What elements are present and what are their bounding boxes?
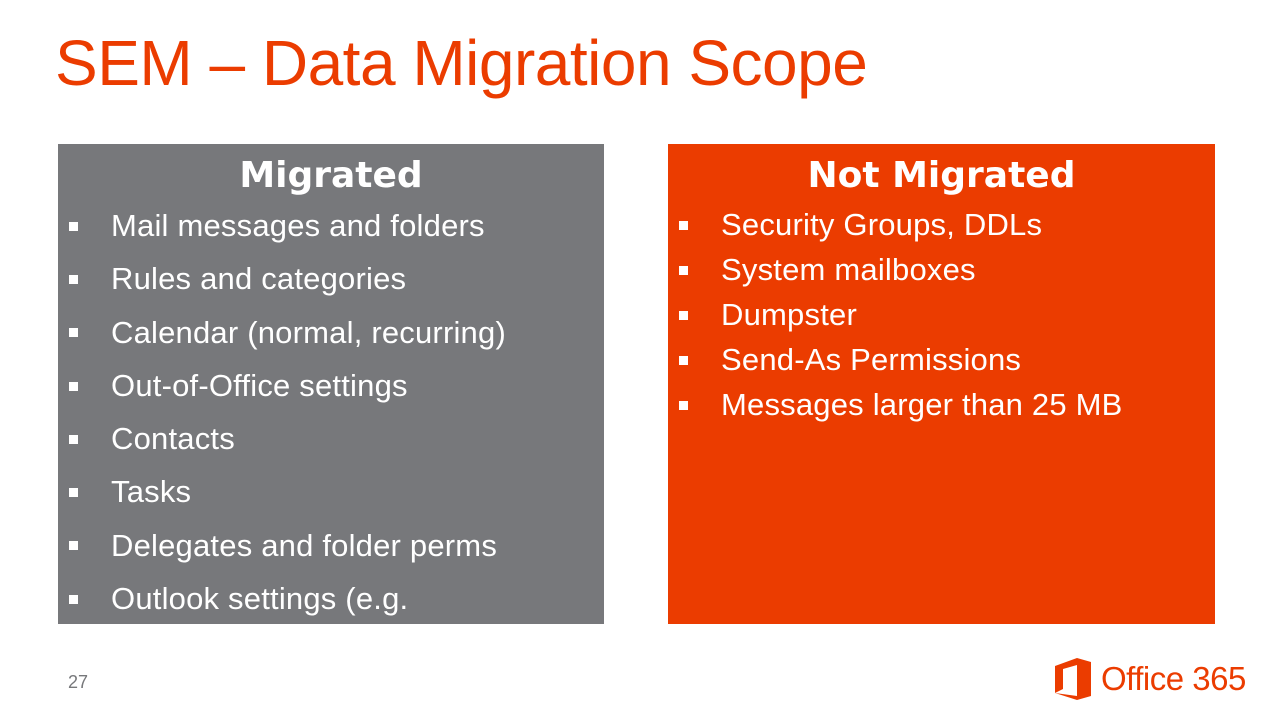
square-bullet-icon	[69, 594, 78, 604]
square-bullet-icon	[69, 328, 78, 338]
list-item: Calendar (normal, recurring)	[58, 311, 604, 364]
list-item: System mailboxes	[668, 249, 1215, 294]
not-migrated-panel: Not Migrated Security Groups, DDLs Syste…	[668, 144, 1215, 624]
migrated-panel: Migrated Mail messages and folders Rules…	[58, 144, 604, 624]
list-item: Dumpster	[668, 294, 1215, 339]
square-bullet-icon	[679, 220, 688, 230]
list-item: Security Groups, DDLs	[668, 204, 1215, 249]
page-number: 27	[68, 672, 89, 692]
office-logo-icon	[1055, 658, 1091, 700]
not-migrated-heading: Not Migrated	[807, 155, 1076, 196]
square-bullet-icon	[69, 381, 78, 391]
migrated-list: Mail messages and folders Rules and cate…	[58, 204, 604, 624]
list-item: Outlook settings (e.g.	[58, 577, 604, 624]
list-item: Messages larger than 25 MB	[668, 384, 1215, 429]
list-item: Delegates and folder perms	[58, 524, 604, 577]
list-item: Out-of-Office settings	[58, 364, 604, 417]
square-bullet-icon	[679, 355, 688, 365]
square-bullet-icon	[679, 400, 688, 410]
list-item: Contacts	[58, 417, 604, 470]
square-bullet-icon	[679, 265, 688, 275]
office-365-logo: Office 365	[1055, 656, 1246, 702]
square-bullet-icon	[69, 488, 78, 498]
list-item: Send-As Permissions	[668, 339, 1215, 384]
logo-text: Office 365	[1101, 660, 1246, 697]
square-bullet-icon	[69, 541, 78, 551]
list-item: Rules and categories	[58, 257, 604, 310]
not-migrated-list: Security Groups, DDLs System mailboxes D…	[668, 204, 1215, 429]
list-item: Tasks	[58, 470, 604, 523]
square-bullet-icon	[69, 274, 78, 284]
list-item: Mail messages and folders	[58, 204, 604, 257]
square-bullet-icon	[69, 221, 78, 231]
migrated-heading: Migrated	[239, 155, 423, 196]
slide-title: SEM – Data Migration Scope	[55, 27, 868, 99]
square-bullet-icon	[679, 310, 688, 320]
square-bullet-icon	[69, 434, 78, 444]
